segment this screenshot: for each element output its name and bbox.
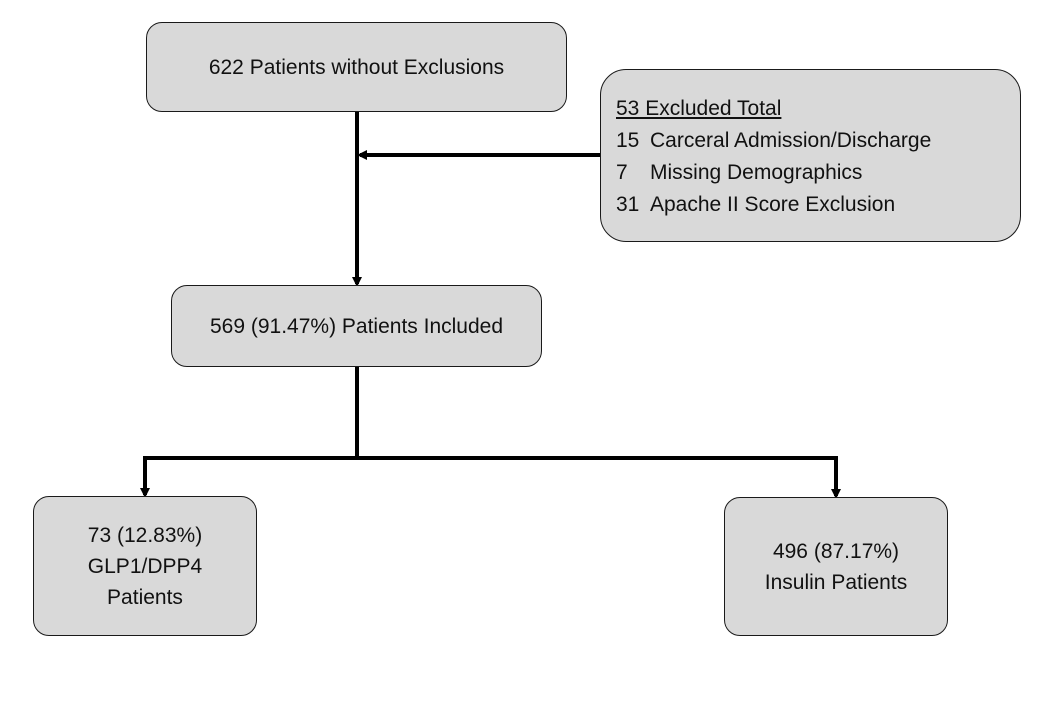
excluded-item-count: 7 (616, 161, 628, 184)
box-included-label: 569 (91.47%) Patients Included (209, 314, 504, 338)
box-excluded: 53 Excluded Total 15 Carceral Admission/… (600, 69, 1021, 242)
box-top-label: 622 Patients without Exclusions (208, 55, 505, 79)
box-glp1-dpp4: 73 (12.83%) GLP1/DPP4 Patients (33, 496, 257, 636)
excluded-title-text: 53 Excluded Total (616, 97, 782, 120)
box-left-line3: Patients (107, 585, 183, 609)
excluded-item-reason: Missing Demographics (650, 161, 863, 184)
box-left-line1: 73 (12.83%) (87, 523, 203, 547)
box-right-line1: 496 (87.17%) (772, 539, 900, 563)
excluded-title: 53 Excluded Total (616, 93, 781, 125)
excluded-item-reason: Apache II Score Exclusion (650, 193, 896, 216)
box-patients-included: 569 (91.47%) Patients Included (171, 285, 542, 367)
box-patients-without-exclusions: 622 Patients without Exclusions (146, 22, 567, 112)
excluded-item: 7 Missing Demographics (616, 157, 862, 189)
excluded-item-count: 15 (616, 129, 640, 152)
excluded-item: 31 Apache II Score Exclusion (616, 189, 895, 221)
excluded-item-count: 31 (616, 193, 640, 216)
box-right-line2: Insulin Patients (764, 570, 908, 594)
excluded-item-reason: Carceral Admission/Discharge (650, 129, 932, 152)
box-insulin: 496 (87.17%) Insulin Patients (724, 497, 948, 636)
excluded-item: 15 Carceral Admission/Discharge (616, 125, 931, 157)
box-left-line2: GLP1/DPP4 (87, 554, 203, 578)
